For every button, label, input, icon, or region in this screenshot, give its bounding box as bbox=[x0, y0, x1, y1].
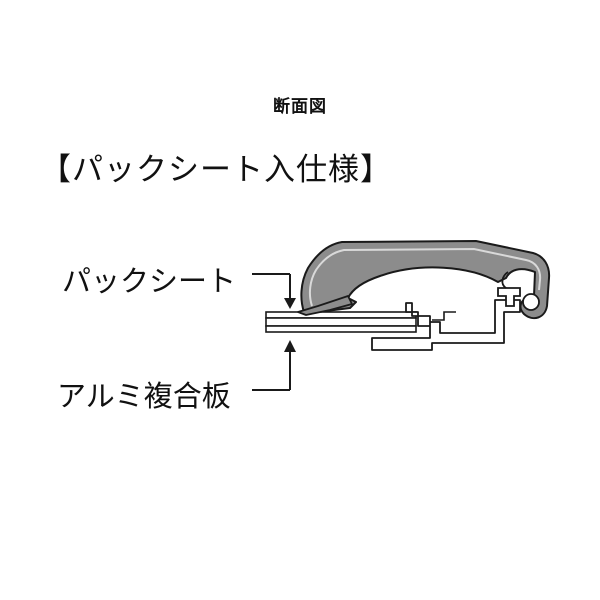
frame-inner-step bbox=[432, 311, 456, 321]
section-caption: 断面図 bbox=[273, 97, 327, 117]
alumi-panel-arrow bbox=[284, 340, 296, 352]
alumi-panel-label: アルミ複合板 bbox=[57, 379, 231, 413]
pack-sheet-arrow bbox=[284, 298, 296, 309]
spec-title: 【パックシート入仕様】 bbox=[40, 152, 392, 188]
alumi-panel-leader bbox=[252, 347, 291, 391]
pack-sheet-leader bbox=[252, 273, 291, 303]
cover-inner-face bbox=[308, 247, 542, 307]
pack-sheet-label: パックシート bbox=[62, 264, 237, 298]
hinge-detail bbox=[497, 271, 540, 311]
snap-frame-cover bbox=[300, 240, 551, 320]
pack-sheet-tongue bbox=[297, 295, 353, 316]
alumi-composite-panel bbox=[265, 311, 417, 333]
lower-frame-channel bbox=[371, 299, 521, 351]
